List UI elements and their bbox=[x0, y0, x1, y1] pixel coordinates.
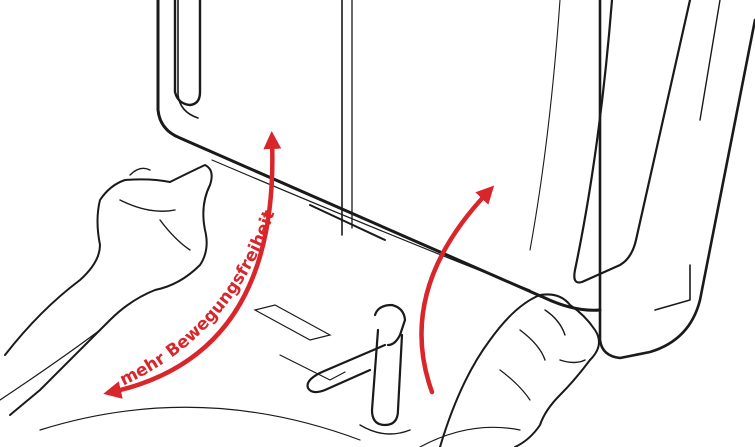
upper-cabinet bbox=[158, 0, 600, 310]
faucet-sketch bbox=[308, 305, 410, 434]
right-movement-arrow bbox=[421, 192, 488, 392]
left-hand-sketch bbox=[0, 165, 212, 415]
freedom-of-movement-label-path: mehr Bewegungsfreiheit bbox=[117, 208, 280, 390]
freedom-of-movement-label: mehr Bewegungsfreiheit bbox=[117, 208, 280, 390]
sink-shelf-sketch bbox=[40, 305, 520, 447]
right-hand-sketch bbox=[440, 294, 599, 447]
